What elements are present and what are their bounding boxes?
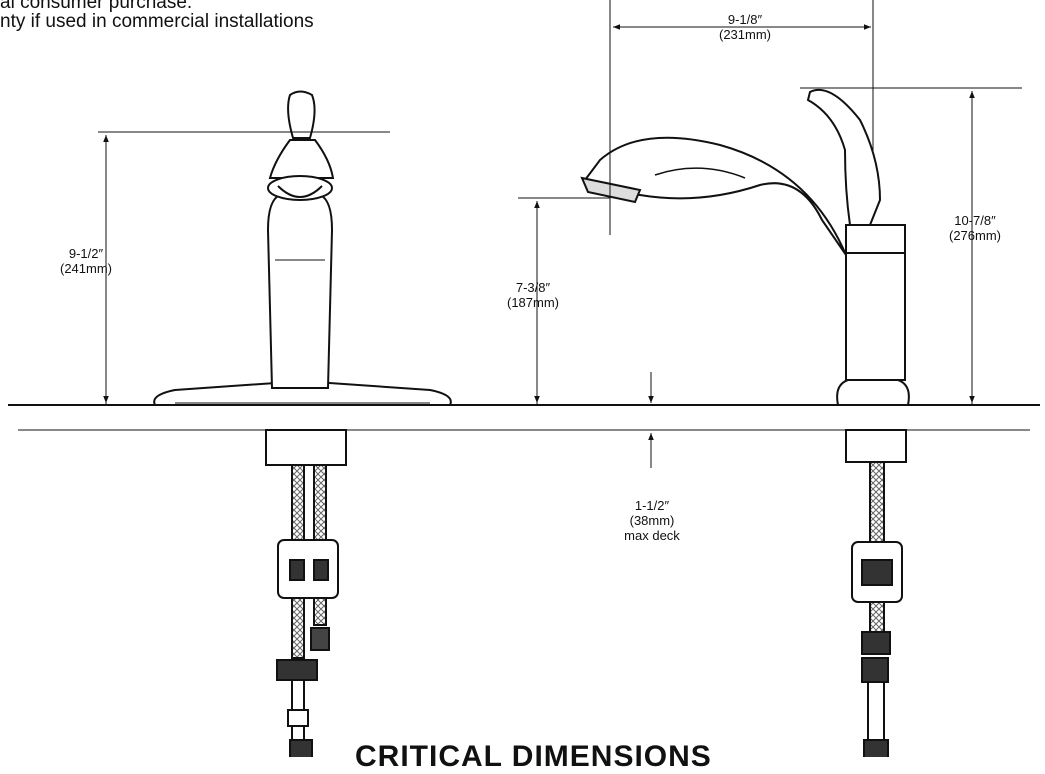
note-line-1: al consumer purchase.: [0, 0, 193, 13]
label-total-height: 10-7/8″ (276mm): [937, 213, 1013, 243]
front-reach-imperial: 9-1/8″: [727, 12, 763, 27]
total-height-imperial: 10-7/8″: [954, 213, 996, 228]
side-height-metric: (241mm): [59, 261, 112, 276]
front-view-faucet: [580, 88, 910, 757]
label-side-height: 9-1/2″ (241mm): [52, 246, 120, 276]
label-deck-thickness: 1-1/2″ (38mm) max deck: [612, 498, 692, 543]
front-reach-metric: (231mm): [718, 27, 771, 42]
side-height-imperial: 9-1/2″: [68, 246, 104, 261]
section-title: CRITICAL DIMENSIONS: [355, 740, 712, 773]
faucet-dimension-drawing: [8, 0, 1040, 757]
spout-height-metric: (187mm): [506, 295, 559, 310]
dimension-front-reach: [609, 0, 874, 235]
dimension-total-height: [800, 87, 1022, 404]
deck-note: max deck: [624, 528, 680, 543]
spout-height-imperial: 7-3/8″: [515, 280, 551, 295]
label-front-reach: 9-1/8″ (231mm): [700, 12, 790, 42]
side-view-faucet: [153, 90, 452, 757]
dimension-spout-height: [518, 197, 610, 404]
label-spout-height: 7-3/8″ (187mm): [498, 280, 568, 310]
deck-metric: (38mm): [629, 513, 675, 528]
deck-imperial: 1-1/2″: [634, 498, 670, 513]
dimension-side-height: [98, 131, 390, 404]
note-line-2: nty if used in commercial installations: [0, 11, 314, 32]
total-height-metric: (276mm): [948, 228, 1001, 243]
